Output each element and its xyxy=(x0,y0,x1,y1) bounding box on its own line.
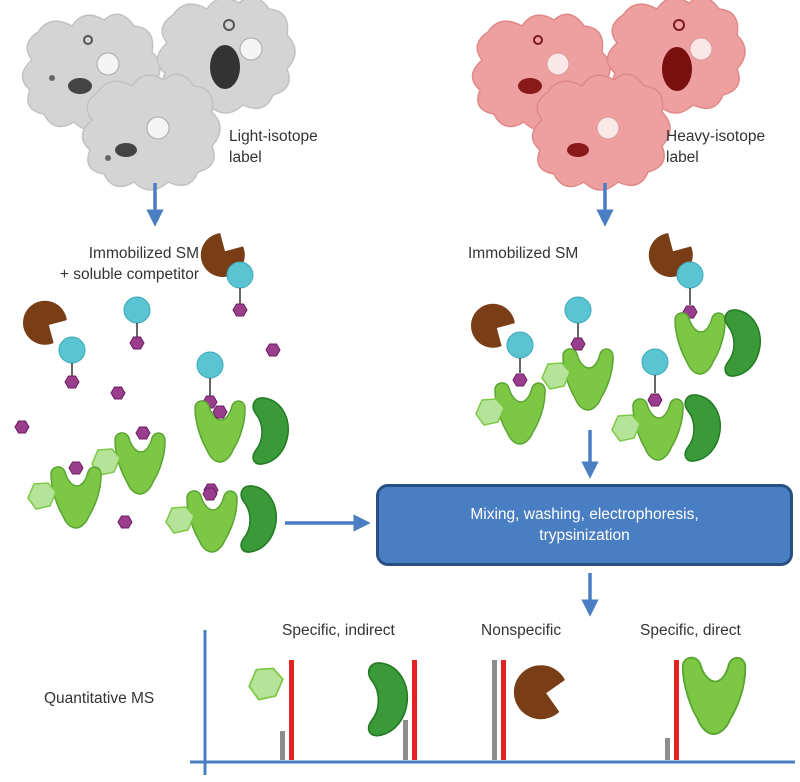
partner-protein-icon xyxy=(724,309,762,377)
partner-protein-icon xyxy=(367,662,409,737)
cell-icon xyxy=(471,13,611,131)
light-bar xyxy=(492,660,497,760)
bead-icon xyxy=(564,296,592,324)
bead-icon xyxy=(196,351,224,379)
indirect-protein-icon xyxy=(248,667,284,701)
cell-icon xyxy=(21,13,161,131)
right-beads xyxy=(462,228,762,462)
heavy-bar xyxy=(289,660,294,760)
target-protein-icon xyxy=(494,382,546,445)
target-protein-icon xyxy=(194,400,246,463)
competitor-icon xyxy=(110,386,126,400)
heavy-bar xyxy=(501,660,506,760)
cell-icon xyxy=(531,73,671,191)
light-isotope-label: Light-isotope label xyxy=(229,128,318,166)
bead-icon xyxy=(58,336,86,364)
bead-icon xyxy=(506,331,534,359)
indirect-protein-icon xyxy=(541,362,571,390)
partner-protein-icon xyxy=(684,394,722,462)
quantitative-ms-label: Quantitative MS xyxy=(44,690,155,707)
target-protein-icon xyxy=(681,656,747,735)
heavy-isotope-label: Heavy-isotope label xyxy=(666,128,766,166)
immobilized-competitor-label: Immobilized SM + soluble competitor xyxy=(59,245,199,283)
competitor-icon xyxy=(68,461,84,475)
competitor-icon xyxy=(265,343,281,357)
light-cells xyxy=(21,0,296,191)
cell-icon xyxy=(156,0,296,114)
light-bar xyxy=(665,738,670,760)
bead-icon xyxy=(226,261,254,289)
target-protein-icon xyxy=(50,466,102,529)
immobilized-sm-label: Immobilized SM xyxy=(468,245,579,262)
competitor-icon xyxy=(135,426,151,440)
bead-icon xyxy=(123,296,151,324)
partner-protein-icon xyxy=(240,485,278,553)
bead-icon xyxy=(641,348,669,376)
competitor-icon xyxy=(117,515,133,529)
target-protein-icon xyxy=(186,487,238,553)
heavy-bar xyxy=(412,660,417,760)
target-protein-icon xyxy=(632,398,684,461)
heavy-bar xyxy=(674,660,679,760)
competitor-icon xyxy=(14,420,30,434)
process-box-line-2: trypsinization xyxy=(539,527,630,544)
light-bar xyxy=(280,731,285,760)
indirect-protein-icon xyxy=(165,506,195,534)
indirect-protein-icon xyxy=(611,414,641,442)
target-protein-icon xyxy=(674,312,726,375)
indirect-protein-icon xyxy=(475,398,505,426)
arrows xyxy=(146,183,614,617)
partner-protein-icon xyxy=(252,397,290,465)
bead-icon xyxy=(676,261,704,289)
ms-group-nonspecific: Nonspecific xyxy=(481,622,562,639)
ms-panel xyxy=(190,630,795,775)
ms-group-specific-direct: Specific, direct xyxy=(640,622,741,639)
process-box: Mixing, washing, electrophoresis, trypsi… xyxy=(376,484,793,566)
indirect-protein-icon xyxy=(27,482,57,510)
target-protein-icon xyxy=(562,348,614,411)
cell-icon xyxy=(606,0,746,114)
light-bar xyxy=(403,720,408,760)
ms-group-specific-indirect: Specific, indirect xyxy=(282,622,395,639)
target-protein-icon xyxy=(114,432,166,495)
left-beads xyxy=(14,228,290,553)
cell-icon xyxy=(81,73,221,191)
nonspecific-protein-icon xyxy=(509,660,567,723)
heavy-cells xyxy=(471,0,746,191)
process-box-line-1: Mixing, washing, electrophoresis, xyxy=(470,506,699,523)
